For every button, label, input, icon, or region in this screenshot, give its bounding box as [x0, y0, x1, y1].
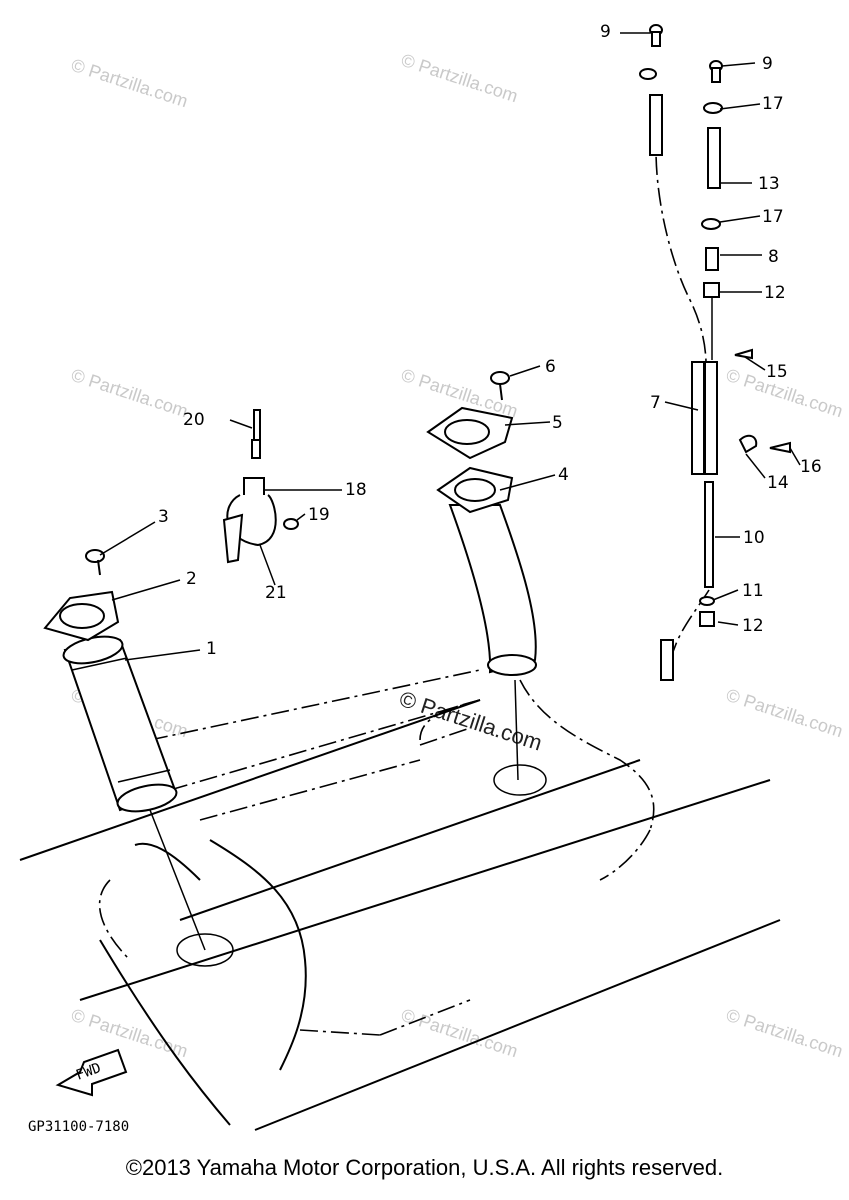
- watermark: © Partzilla.com: [724, 685, 846, 742]
- callout-20: 20: [183, 410, 205, 430]
- watermark: © Partzilla.com: [724, 1005, 846, 1062]
- callout-14: 14: [767, 473, 789, 493]
- callout-21: 21: [265, 583, 287, 603]
- screw-rear: [490, 371, 510, 401]
- watermark: © Partzilla.com: [399, 1005, 521, 1062]
- callout-13: 13: [758, 174, 780, 194]
- fwd-arrow: FWD: [55, 1048, 128, 1097]
- callout-12-lower: 12: [742, 616, 764, 636]
- callout-9-top: 9: [600, 22, 611, 42]
- callout-11: 11: [742, 581, 764, 601]
- callout-2: 2: [186, 569, 197, 589]
- callout-16: 16: [800, 457, 822, 477]
- watermark: © Partzilla.com: [69, 1005, 191, 1062]
- gasket: [426, 406, 514, 460]
- diagram-code: GP31100-7180: [28, 1119, 129, 1135]
- watermarks: © Partzilla.com © Partzilla.com © Partzi…: [69, 50, 846, 1062]
- callout-4: 4: [558, 465, 569, 485]
- callout-7: 7: [650, 393, 661, 413]
- callout-8: 8: [768, 247, 779, 267]
- watermark: © Partzilla.com: [399, 50, 521, 107]
- deck-hole-front: [176, 933, 234, 967]
- screw-front: [85, 549, 105, 576]
- leader-lines: [99, 32, 801, 661]
- callout-17-upper: 17: [762, 94, 784, 114]
- callout-18: 18: [345, 480, 367, 500]
- flange-front: [43, 590, 120, 642]
- vent-hose-assembly: [639, 24, 791, 681]
- clamp-assembly: [222, 409, 299, 564]
- deck-hole-rear: [493, 764, 547, 796]
- watermark: © Partzilla.com: [69, 365, 191, 422]
- callout-12-upper: 12: [764, 283, 786, 303]
- callout-6: 6: [545, 357, 556, 377]
- flange-rear: [436, 466, 514, 514]
- callout-1: 1: [206, 639, 217, 659]
- copyright-notice: ©2013 Yamaha Motor Corporation, U.S.A. A…: [125, 1155, 724, 1180]
- callout-19: 19: [308, 505, 330, 525]
- callout-5: 5: [552, 413, 563, 433]
- callouts: 1 2 3 4 5 6 7 8 9 9 10 11 12 12 13 14 15…: [158, 22, 822, 659]
- callout-10: 10: [743, 528, 765, 548]
- callout-3: 3: [158, 507, 169, 527]
- callout-15: 15: [766, 362, 788, 382]
- watermark: © Partzilla.com: [69, 55, 191, 112]
- callout-17-lower: 17: [762, 207, 784, 227]
- hull-outline: [19, 669, 781, 1131]
- intake-duct-rear: [448, 504, 537, 676]
- callout-9-right: 9: [762, 54, 773, 74]
